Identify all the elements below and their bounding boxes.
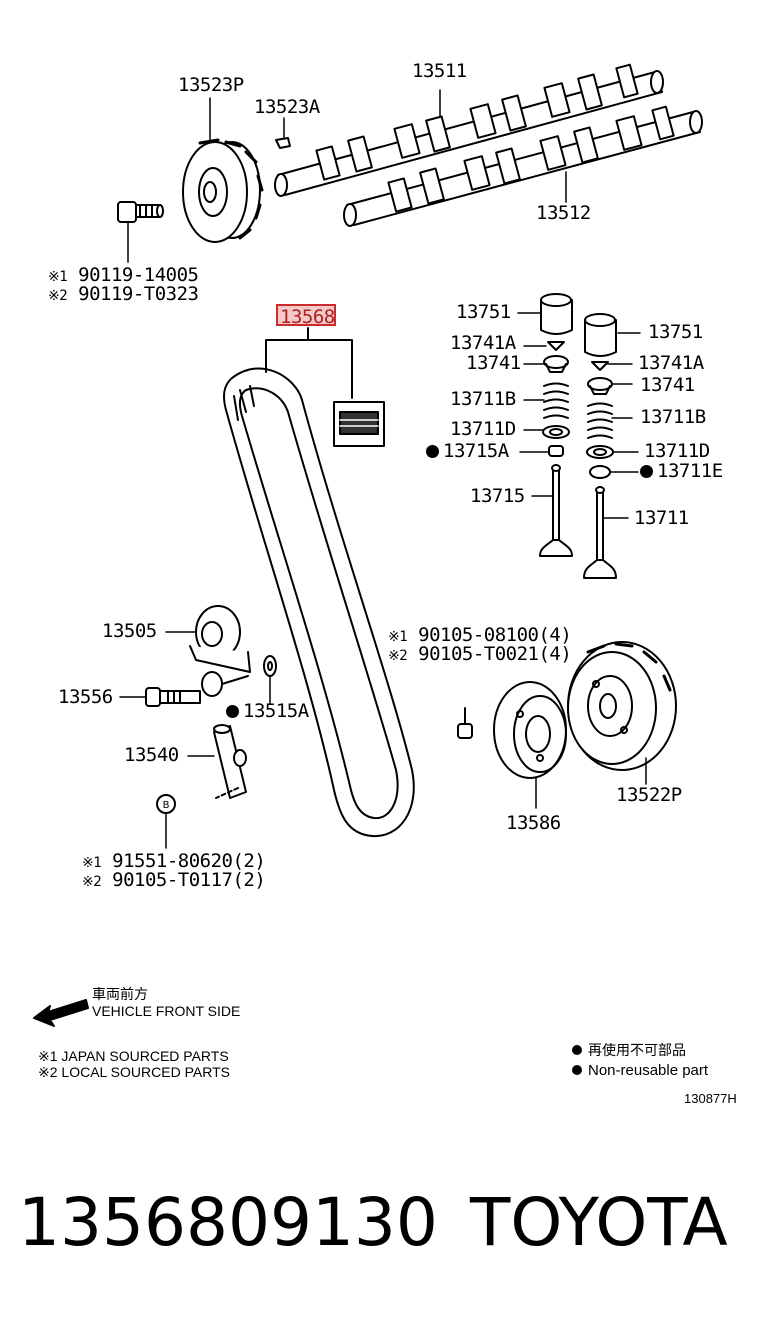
crankshaft-pulley-bolt	[457, 707, 473, 739]
nonreusable-note-jp: 再使用不可部品	[572, 1042, 686, 1058]
nonreusable-dot	[572, 1065, 582, 1075]
label-13568: 13568	[280, 306, 335, 328]
label-13523P: 13523P	[178, 74, 244, 96]
leader-lines	[119, 89, 647, 849]
label-bolt-c1: ※1 91551-80620(2)	[82, 850, 266, 872]
label-13505: 13505	[102, 620, 157, 642]
label-13523A: 13523A	[254, 96, 320, 118]
bolt-circle-marker: B	[156, 794, 176, 814]
label-13711D-right: 13711D	[644, 440, 710, 462]
washer-13515A	[263, 655, 277, 677]
label-13711B-right: 13711B	[640, 406, 706, 428]
label-13741-right: 13741	[640, 374, 695, 396]
diagram-code: 130877H	[684, 1091, 737, 1106]
part-number: 1356809130	[18, 1184, 438, 1261]
bolt-13556	[145, 687, 201, 707]
timing-belt-13568	[223, 367, 415, 838]
label-13715: 13715	[470, 485, 525, 507]
nonreusable-note-en: Non-reusable part	[572, 1062, 708, 1079]
camshaft-13511	[274, 63, 664, 197]
brand-name: TOYOTA	[470, 1184, 728, 1261]
label-13522P: 13522P	[616, 784, 682, 806]
label-bolt-a1: ※1 90119-14005	[48, 264, 199, 286]
nonreusable-dot	[572, 1045, 582, 1055]
nonreusable-dot	[426, 445, 439, 458]
label-13511: 13511	[412, 60, 467, 82]
vehicle-front-arrow	[33, 999, 89, 1027]
camshaft-timing-pulley-13523P	[182, 138, 264, 243]
nonreusable-dot	[640, 465, 653, 478]
label-13741A-right: 13741A	[638, 352, 704, 374]
label-13741A-left: 13741A	[450, 332, 516, 354]
tension-spring-13540	[213, 724, 247, 799]
highlight-13568[interactable]: 13568	[276, 304, 336, 328]
nonreusable-dot	[226, 705, 239, 718]
label-13556: 13556	[58, 686, 113, 708]
local-sourced-note: ※2 LOCAL SOURCED PARTS	[38, 1064, 230, 1080]
front-side-en: VEHICLE FRONT SIDE	[92, 1003, 241, 1019]
valve-parts-left	[539, 293, 573, 557]
pin-13523A	[275, 137, 291, 149]
tensioner-pulley-13505	[189, 605, 251, 697]
label-13741-left: 13741	[466, 352, 521, 374]
valve-parts-right	[583, 313, 617, 579]
label-13711: 13711	[634, 507, 689, 529]
label-13540: 13540	[124, 744, 179, 766]
crankshaft-timing-pulley-13522P	[567, 641, 677, 771]
label-13515A: 13515A	[226, 702, 309, 721]
pulley-bolt	[117, 201, 164, 223]
label-13751-right: 13751	[648, 321, 703, 343]
svg-text:B: B	[163, 800, 170, 811]
belt-leader	[265, 327, 353, 399]
label-13711B-left: 13711B	[450, 388, 516, 410]
label-bolt-c2: ※2 90105-T0117(2)	[82, 869, 266, 891]
front-side-jp: 車両前方	[92, 986, 148, 1002]
camshaft-13512	[343, 105, 703, 227]
label-13711E: 13711E	[640, 462, 723, 481]
label-13586: 13586	[506, 812, 561, 834]
belt-section-icon	[333, 401, 385, 447]
label-bolt-b1: ※1 90105-08100(4)	[388, 624, 572, 646]
japan-sourced-note: ※1 JAPAN SOURCED PARTS	[38, 1048, 229, 1064]
crankshaft-pulley-13586	[493, 681, 567, 779]
label-13715A: 13715A	[426, 442, 509, 461]
label-13512: 13512	[536, 202, 591, 224]
label-13751-left: 13751	[456, 301, 511, 323]
label-13711D-left: 13711D	[450, 418, 516, 440]
label-bolt-a2: ※2 90119-T0323	[48, 283, 199, 305]
label-bolt-b2: ※2 90105-T0021(4)	[388, 643, 572, 665]
